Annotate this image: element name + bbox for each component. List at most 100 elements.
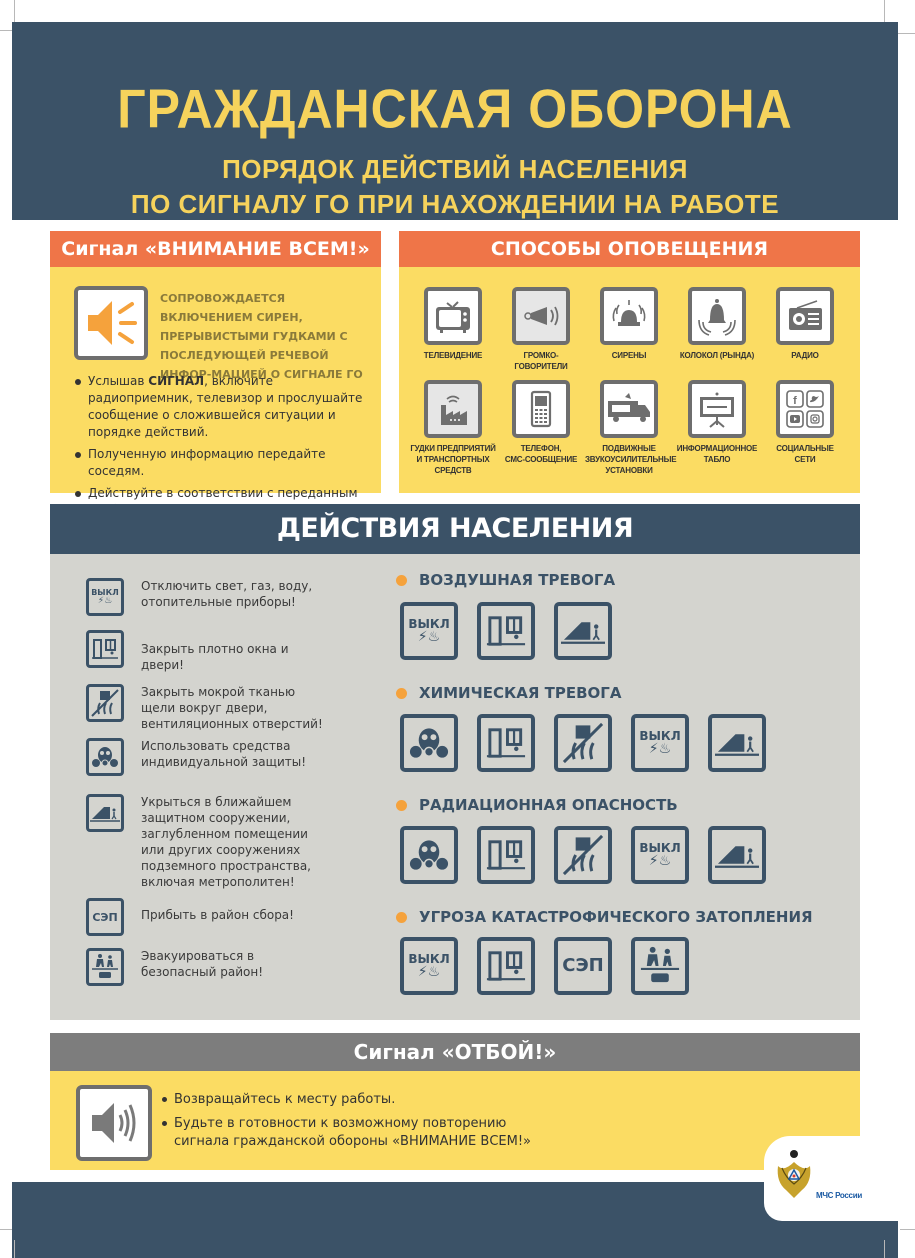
method-bell: КОЛОКОЛ (РЫНДА): [673, 287, 761, 361]
switch-off-utilities-icon: ВЫКЛ⚡♨: [631, 714, 689, 772]
bell-icon: [688, 287, 746, 345]
crop-mark: [884, 1240, 885, 1258]
mobile-phone-icon: [512, 380, 570, 438]
method-label: ГРОМКО- ГОВОРИТЕЛИ: [514, 351, 568, 371]
close-windows-doors-icon: [477, 714, 535, 772]
poster-title: ГРАЖДАНСКАЯ ОБОРОНА: [117, 78, 793, 140]
speaker-volume-icon: [76, 1085, 152, 1161]
instruction-item: Полученную информацию передайте соседям.: [74, 446, 374, 480]
close-windows-doors-icon: [477, 826, 535, 884]
scenario-radiation-icons: ВЫКЛ⚡♨: [400, 826, 785, 884]
info-board-icon: [688, 380, 746, 438]
switch-off-utilities-icon: ВЫКЛ⚡♨: [400, 937, 458, 995]
otboy-signal-panel: Возвращайтесь к месту работы. Будьте в г…: [50, 1071, 860, 1170]
shelter-icon: [708, 714, 766, 772]
method-label: ГУДКИ ПРЕДПРИЯТИЙ И ТРАНСПОРТНЫХ СРЕДСТВ: [410, 444, 496, 475]
method-label: ТЕЛЕВИДЕНИЕ: [423, 351, 483, 360]
legend-seal-gaps: Закрыть мокрой тканью щели вокруг двери,…: [86, 684, 331, 732]
shelter-icon: [554, 602, 612, 660]
crop-mark: [0, 1229, 12, 1230]
gas-mask-icon: [86, 738, 124, 776]
svg-text:f: f: [793, 395, 797, 407]
loudspeaker-truck-icon: [600, 380, 658, 438]
evacuate-icon: [631, 937, 689, 995]
bullet-dot-icon: [396, 911, 407, 923]
crop-mark: [0, 30, 12, 31]
evacuate-icon: [86, 948, 124, 986]
legend-assembly-point: СЭП Прибыть в район сбора!: [86, 898, 331, 936]
actions-panel: ВЫКЛ⚡♨ Отключить свет, газ, воду, отопит…: [50, 554, 860, 1020]
scenario-radiation-title: РАДИАЦИОННАЯ ОПАСНОСТЬ: [396, 796, 678, 814]
close-windows-doors-icon: [477, 602, 535, 660]
poster-subtitle-line1: ПОРЯДОК ДЕЙСТВИЙ НАСЕЛЕНИЯ: [222, 154, 688, 184]
seal-gaps-icon: [554, 826, 612, 884]
bullet-dot-icon: [396, 799, 407, 811]
method-loudspeakers: ГРОМКО- ГОВОРИТЕЛИ: [497, 287, 585, 372]
method-sirens: СИРЕНЫ: [585, 287, 673, 361]
method-label: СИРЕНЫ: [611, 351, 647, 360]
notification-methods-title: СПОСОБЫ ОПОВЕЩЕНИЯ: [399, 231, 860, 267]
legend-switch-off: ВЫКЛ⚡♨ Отключить свет, газ, воду, отопит…: [86, 578, 331, 616]
method-tv: ТЕЛЕВИДЕНИЕ: [409, 287, 497, 361]
method-social-networks: f СОЦИАЛЬНЫЕ СЕТИ: [761, 380, 849, 465]
mchs-logo-text: МЧС России: [816, 1191, 862, 1200]
scenario-flood-icons: ВЫКЛ⚡♨ СЭП: [400, 937, 708, 995]
method-radio: РАДИО: [761, 287, 849, 361]
method-label: ПОДВИЖНЫЕ ЗВУКОУСИЛИТЕЛЬНЫЕ УСТАНОВКИ: [585, 444, 677, 475]
attention-signal-description: СОПРОВОЖДАЕТСЯ ВКЛЮЧЕНИЕМ СИРЕН, ПРЕРЫВИ…: [160, 292, 363, 381]
close-windows-doors-icon: [477, 937, 535, 995]
otboy-instructions: Возвращайтесь к месту работы. Будьте в г…: [162, 1091, 552, 1157]
speaker-sound-icon: [74, 286, 148, 360]
crop-mark: [900, 1229, 915, 1230]
loudspeaker-icon: [512, 287, 570, 345]
tv-icon: [424, 287, 482, 345]
gas-mask-icon: [400, 826, 458, 884]
attention-signal-panel: Сигнал «ВНИМАНИЕ ВСЕМ!» СОПРОВОЖДАЕТСЯ В…: [50, 231, 381, 517]
attention-signal-title: Сигнал «ВНИМАНИЕ ВСЕМ!»: [50, 231, 381, 267]
otboy-signal-title: Сигнал «ОТБОЙ!»: [50, 1033, 860, 1071]
poster-footer: [12, 1182, 898, 1258]
radio-icon: [776, 287, 834, 345]
siren-icon: [600, 287, 658, 345]
crop-mark: [14, 0, 15, 28]
notification-methods-panel: СПОСОБЫ ОПОВЕЩЕНИЯ ТЕЛЕВИДЕНИЕ ГРОМКО- Г…: [399, 231, 860, 493]
method-label: РАДИО: [791, 351, 819, 360]
legend-evacuate: Эвакуироваться в безопасный район!: [86, 948, 331, 986]
seal-gaps-icon: [86, 684, 124, 722]
method-label: ТЕЛЕФОН, СМС-СООБЩЕНИЕ: [504, 444, 578, 464]
switch-off-utilities-icon: ВЫКЛ⚡♨: [631, 826, 689, 884]
crop-mark: [890, 33, 915, 34]
mchs-emblem-icon: [774, 1148, 814, 1200]
instruction-item: Возвращайтесь к месту работы.: [162, 1091, 552, 1109]
close-windows-doors-icon: [86, 630, 124, 668]
gas-mask-icon: [400, 714, 458, 772]
crop-mark: [884, 0, 885, 28]
seal-gaps-icon: [554, 714, 612, 772]
method-label: ИНФОРМАЦИОННОЕ ТАБЛО: [676, 444, 758, 464]
assembly-point-icon: СЭП: [554, 937, 612, 995]
crop-mark: [14, 1240, 15, 1258]
scenario-chemical-title: ХИМИЧЕСКАЯ ТРЕВОГА: [396, 684, 621, 702]
method-info-board: ИНФОРМАЦИОННОЕ ТАБЛО: [673, 380, 761, 465]
mchs-logo: МЧС России: [764, 1136, 915, 1221]
scenario-air-raid-icons: ВЫКЛ⚡♨: [400, 602, 631, 660]
bullet-dot-icon: [396, 687, 407, 699]
scenario-air-raid-title: ВОЗДУШНАЯ ТРЕВОГА: [396, 571, 615, 589]
assembly-point-icon: СЭП: [86, 898, 124, 936]
method-phone-sms: ТЕЛЕФОН, СМС-СООБЩЕНИЕ: [497, 380, 585, 465]
actions-title: ДЕЙСТВИЯ НАСЕЛЕНИЯ: [50, 504, 860, 554]
instruction-item: Услышав СИГНАЛ, включите радиоприемник, …: [74, 373, 374, 441]
scenario-chemical-icons: ВЫКЛ⚡♨: [400, 714, 785, 772]
shelter-icon: [708, 826, 766, 884]
attention-signal-instructions: Услышав СИГНАЛ, включите радиоприемник, …: [74, 373, 374, 524]
legend-gas-mask: Использовать средства индивидуальной защ…: [86, 738, 331, 776]
bullet-dot-icon: [396, 574, 407, 586]
method-label: КОЛОКОЛ (РЫНДА): [679, 351, 755, 360]
poster-subtitle-line2: ПО СИГНАЛУ ГО ПРИ НАХОЖДЕНИИ НА РАБОТЕ: [130, 189, 780, 219]
shelter-icon: [86, 794, 124, 832]
switch-off-utilities-icon: ВЫКЛ⚡♨: [86, 578, 124, 616]
legend-close-windows: Закрыть плотно окна и двери!: [86, 630, 331, 673]
poster-header: ГРАЖДАНСКАЯ ОБОРОНА ПОРЯДОК ДЕЙСТВИЙ НАС…: [12, 22, 898, 220]
method-mobile-loudspeakers: ПОДВИЖНЫЕ ЗВУКОУСИЛИТЕЛЬНЫЕ УСТАНОВКИ: [585, 380, 677, 476]
method-label: СОЦИАЛЬНЫЕ СЕТИ: [776, 444, 834, 464]
